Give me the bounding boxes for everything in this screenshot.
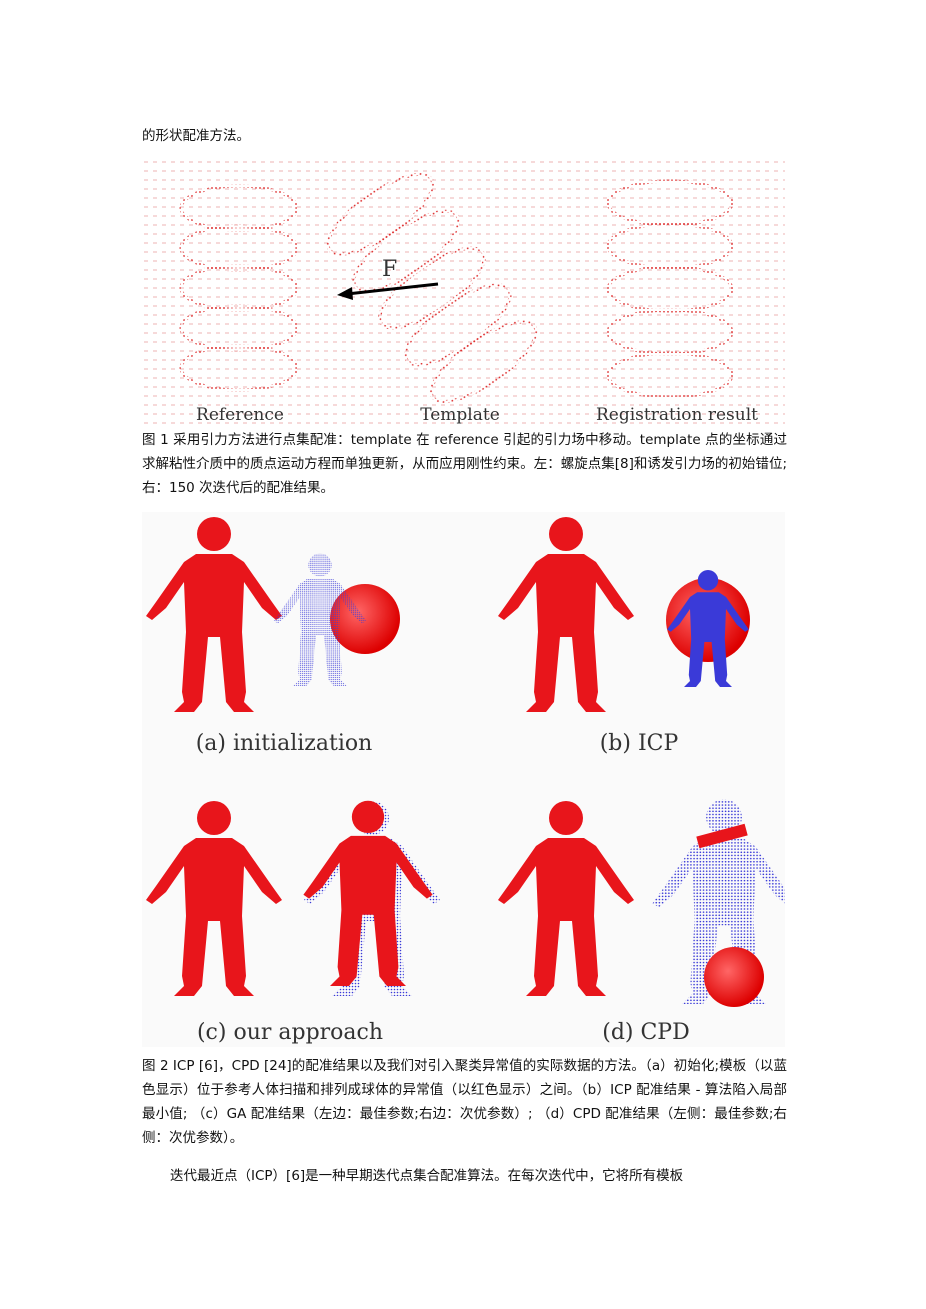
label-reference: Reference — [196, 405, 284, 425]
outlier-sphere — [704, 947, 764, 1007]
reference-helix — [179, 184, 299, 392]
registration-result-helix — [606, 179, 734, 399]
panel-c: (c) our approach — [146, 800, 440, 1045]
label-registration-result: Registration result — [596, 405, 758, 425]
force-label: F — [382, 257, 397, 282]
intro-text: 的形状配准方法。 — [142, 128, 250, 144]
panel-c-label: (c) our approach — [197, 1020, 383, 1045]
force-arrow: F — [337, 257, 439, 300]
label-template: Template — [420, 405, 500, 425]
figure-1-caption: 图 1 采用引力方法进行点集配准：template 在 reference 引起… — [142, 432, 787, 496]
panel-d: (d) CPD — [498, 799, 785, 1045]
figure-2-caption: 图 2 ICP [6]，CPD [24]的配准结果以及我们对引入聚类异常值的实际… — [142, 1058, 787, 1146]
panel-d-label: (d) CPD — [602, 1020, 690, 1045]
template-helix — [326, 172, 538, 404]
partial-red-points — [696, 823, 748, 849]
panel-a: (a) initialization — [146, 517, 400, 756]
figure-1-gravitational-registration: F Reference Template Registration result — [142, 158, 785, 428]
figure-2-human-registration: (a) initialization (b) ICP (c) our appro… — [142, 512, 785, 1047]
panel-b: (b) ICP — [498, 517, 750, 756]
panel-a-label: (a) initialization — [196, 731, 373, 756]
body-paragraph: 迭代最近点（ICP）[6]是一种早期迭代点集合配准算法。在每次迭代中，它将所有模… — [170, 1168, 684, 1184]
panel-b-label: (b) ICP — [600, 731, 679, 756]
